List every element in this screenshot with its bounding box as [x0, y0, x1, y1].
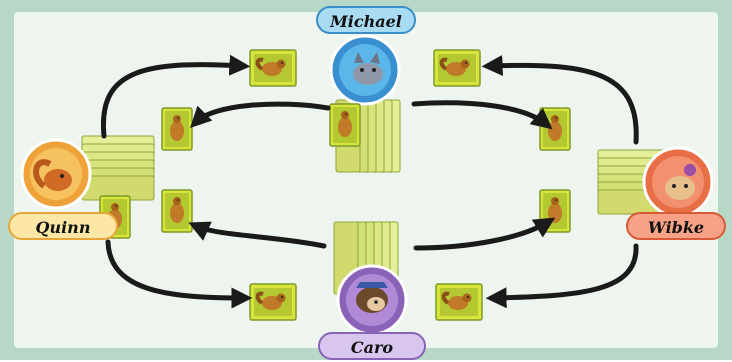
- card-top-right: [432, 48, 482, 88]
- quinn-token: [20, 138, 92, 210]
- player-name-right: Wibke: [626, 212, 726, 240]
- michael-token: [329, 34, 401, 106]
- card-bottom-left: [248, 282, 298, 322]
- wibke-token: [642, 146, 714, 218]
- arrow-wibke-to-bottom-right: [485, 243, 639, 309]
- arrow-wibke-to-top-right: [481, 55, 639, 145]
- card-left-upper: [161, 107, 193, 151]
- arrow-caro-to-left-lower: [188, 221, 327, 249]
- card-michael-front: [329, 103, 361, 147]
- player-name-left: Quinn: [8, 212, 118, 240]
- card-bottom-right: [434, 282, 484, 322]
- card-left-lower: [161, 189, 193, 233]
- player-name-bottom: Caro: [318, 332, 426, 360]
- card-top-left: [248, 48, 298, 88]
- card-right-upper: [539, 107, 571, 151]
- arrow-quinn-to-bottom-left: [105, 239, 253, 309]
- arrow-caro-to-right-lower: [413, 217, 556, 251]
- quinn-hand: [81, 135, 155, 201]
- arrow-quinn-to-top-left: [100, 54, 251, 139]
- player-name-top: Michael: [316, 6, 416, 34]
- arrow-michael-to-left-upper: [190, 101, 331, 128]
- arrow-michael-to-right-upper: [411, 100, 553, 130]
- caro-token: [336, 264, 408, 336]
